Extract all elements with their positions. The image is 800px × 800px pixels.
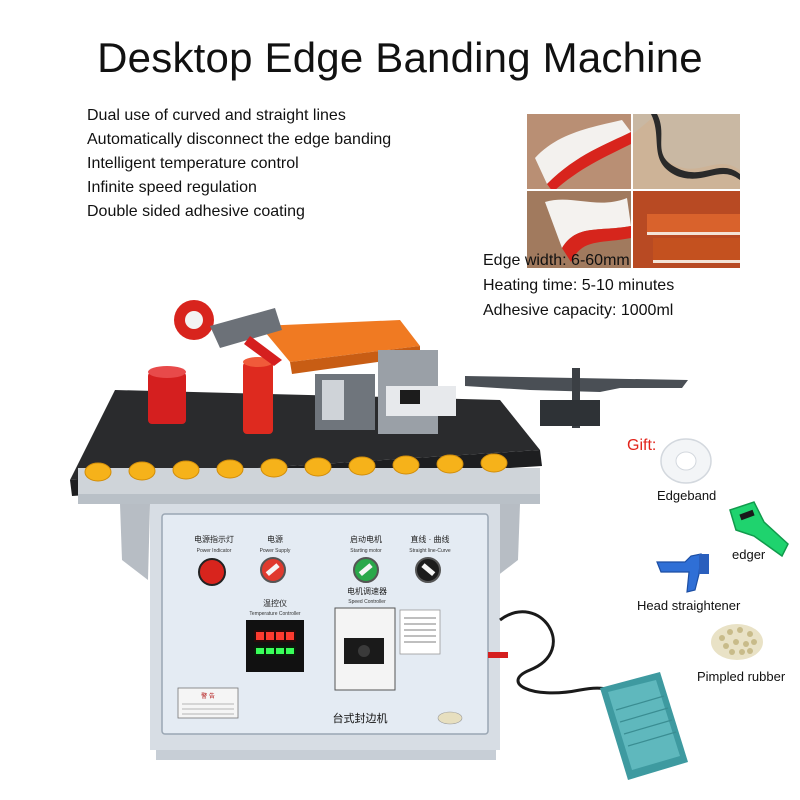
feature-list: Dual use of curved and straight lines Au… [87, 104, 391, 224]
starting-motor-label-en: Starting motor [350, 548, 382, 554]
edgeband-label: Edgeband [657, 488, 717, 503]
page-title: Desktop Edge Banding Machine [97, 34, 703, 81]
spec-edge-width: Edge width: 6-60mm [483, 252, 630, 269]
gift-label: Gift: [627, 437, 657, 454]
temp-controller-label: 温控仪 [263, 598, 287, 608]
power-indicator-lamp [198, 558, 226, 586]
feature-item: Double sided adhesive coating [87, 203, 305, 220]
head-straightener-icon [656, 553, 709, 593]
edger-label: edger [732, 547, 766, 562]
power-indicator-label: 电源指示灯 [194, 534, 234, 544]
temp-controller-label-en: Temperature Controller [249, 611, 300, 617]
feature-item: Infinite speed regulation [87, 179, 257, 196]
spec-list: Edge width: 6-60mm Heating time: 5-10 mi… [483, 248, 674, 323]
spec-adhesive-capacity: Adhesive capacity: 1000ml [483, 302, 674, 319]
sample-photo-grid [527, 114, 740, 268]
edger-tool-icon [729, 501, 789, 558]
feature-item: Intelligent temperature control [87, 155, 299, 172]
starting-motor-label: 启动电机 [350, 534, 382, 544]
spec-heating-time: Heating time: 5-10 minutes [483, 277, 675, 294]
straight-curve-label: 直线 · 曲线 [410, 534, 449, 544]
speed-controller-label: 电机调速器 [347, 586, 387, 596]
feature-item: Automatically disconnect the edge bandin… [87, 131, 392, 148]
straight-curve-label-en: Straight line-Curve [409, 548, 451, 554]
feature-item: Dual use of curved and straight lines [87, 107, 346, 124]
sample-photos-image [527, 114, 740, 268]
pimpled-rubber-label: Pimpled rubber [697, 669, 786, 684]
power-supply-label: 电源 [267, 534, 283, 544]
head-straightener-label: Head straightener [637, 598, 741, 613]
pimpled-rubber-icon [711, 624, 763, 660]
edge-banding-machine-image: 电源指示灯 Power Indicator 电源 Power Supply 启动… [70, 300, 688, 780]
speed-controller-label-en: Speed Controller [348, 599, 386, 605]
edgeband-roll-icon [660, 438, 712, 484]
warning-label: 警 告 [201, 692, 215, 700]
machine-nameplate: 台式封边机 [333, 711, 388, 725]
power-indicator-label-en: Power Indicator [197, 548, 232, 554]
power-supply-label-en: Power Supply [260, 548, 291, 554]
